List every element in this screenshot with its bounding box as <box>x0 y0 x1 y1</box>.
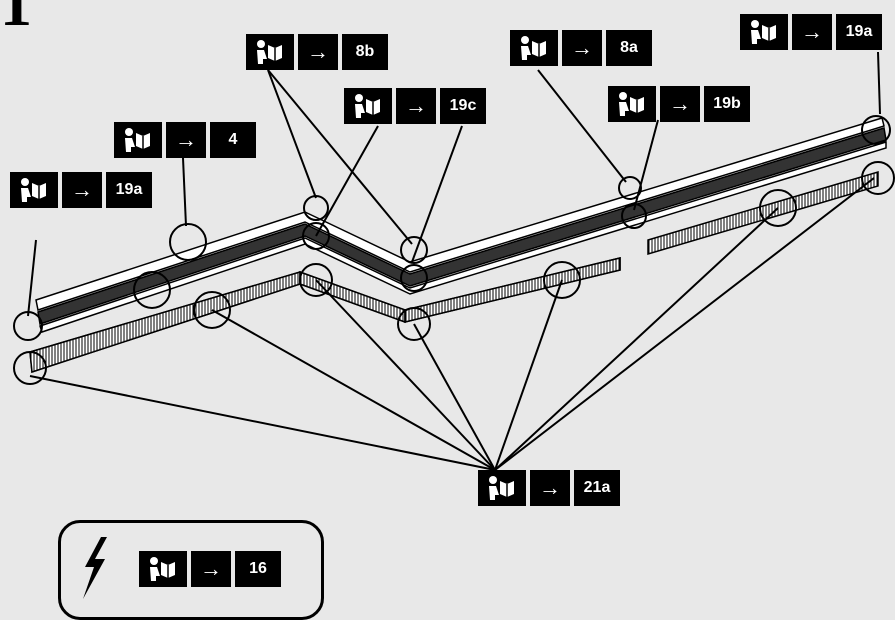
callout-number: 19c <box>440 88 486 124</box>
manual-reader-icon <box>114 122 162 158</box>
arrow-right-icon: → <box>166 122 206 158</box>
callout-ref-16: → 16 <box>139 551 281 587</box>
detail-circle <box>193 291 231 329</box>
detail-circles <box>13 115 895 385</box>
arrow-right-icon: → <box>530 470 570 506</box>
manual-reader-icon <box>139 551 187 587</box>
callout-number: 16 <box>235 551 281 587</box>
callout-number: 19b <box>704 86 750 122</box>
callout-ref-8b: → 8b <box>246 34 388 70</box>
arrow-right-icon: → <box>298 34 338 70</box>
callout-ref-19a-top: → 19a <box>740 14 882 50</box>
manual-reader-icon <box>246 34 294 70</box>
arrow-right-icon: → <box>792 14 832 50</box>
callout-ref-8a: → 8a <box>510 30 652 66</box>
lightning-bolt-icon <box>83 537 107 599</box>
detail-circle <box>861 161 895 195</box>
arrow-right-icon: → <box>396 88 436 124</box>
callout-ref-19c: → 19c <box>344 88 486 124</box>
step-number: 1 <box>0 0 32 39</box>
manual-reader-icon <box>344 88 392 124</box>
callout-ref-4: → 4 <box>114 122 256 158</box>
callout-number: 8a <box>606 30 652 66</box>
callout-number: 21a <box>574 470 620 506</box>
detail-circle <box>302 222 330 250</box>
detail-circle <box>618 176 642 200</box>
arrow-right-icon: → <box>191 551 231 587</box>
detail-circle <box>13 311 43 341</box>
manual-reader-icon <box>510 30 558 66</box>
detail-circle <box>543 261 581 299</box>
detail-circle <box>861 115 891 145</box>
manual-reader-icon <box>478 470 526 506</box>
detail-circle <box>169 223 207 261</box>
manual-reader-icon <box>10 172 58 208</box>
callout-ref-19b: → 19b <box>608 86 750 122</box>
arrow-right-icon: → <box>660 86 700 122</box>
detail-circle <box>397 307 431 341</box>
detail-circle <box>759 189 797 227</box>
callout-number: 19a <box>836 14 882 50</box>
detail-circle <box>621 203 647 229</box>
detail-circle <box>13 351 47 385</box>
detail-circle <box>133 271 171 309</box>
electrical-notice-frame: → 16 <box>58 520 324 620</box>
detail-circle <box>299 263 333 297</box>
callout-ref-21a: → 21a <box>478 470 620 506</box>
detail-circle <box>400 264 428 292</box>
callout-number: 8b <box>342 34 388 70</box>
lower-comb-strip <box>29 170 879 374</box>
arrow-right-icon: → <box>562 30 602 66</box>
manual-reader-icon <box>608 86 656 122</box>
leader-lines <box>27 51 881 471</box>
callout-ref-19a-left: → 19a <box>10 172 152 208</box>
manual-reader-icon <box>740 14 788 50</box>
arrow-right-icon: → <box>62 172 102 208</box>
callout-number: 19a <box>106 172 152 208</box>
detail-circle <box>400 236 428 264</box>
detail-circle <box>303 195 329 221</box>
callout-number: 4 <box>210 122 256 158</box>
